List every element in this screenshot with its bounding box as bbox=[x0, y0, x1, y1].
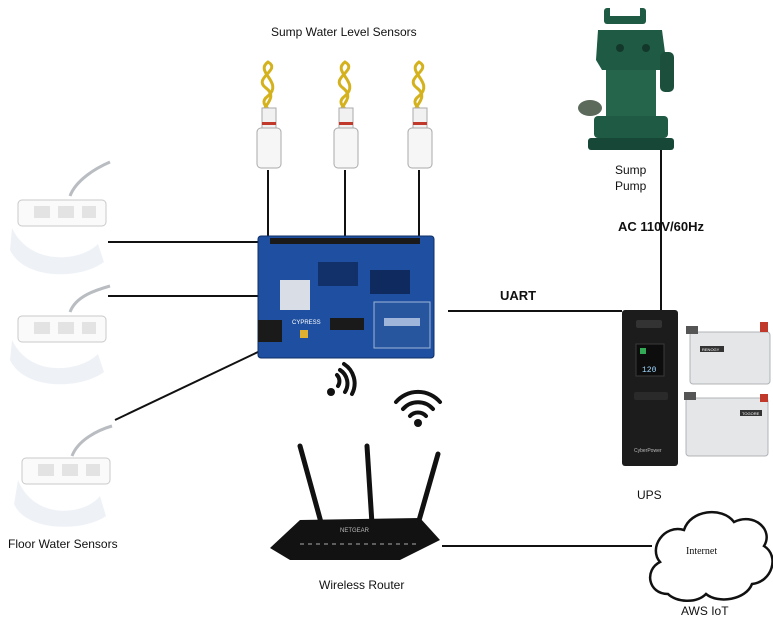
sump-water-level-sensor-3 bbox=[407, 60, 433, 169]
connection-lines bbox=[108, 150, 662, 547]
floor-water-sensor-1 bbox=[10, 160, 111, 275]
battery-1: RENOGY bbox=[686, 322, 771, 385]
label-aws-iot: AWS IoT bbox=[681, 604, 729, 618]
label-sump-pump-line2: Pump bbox=[615, 179, 647, 193]
cloud-internet-text: Internet bbox=[686, 546, 717, 557]
label-wireless-router: Wireless Router bbox=[319, 578, 405, 592]
floor-water-sensor-3 bbox=[14, 424, 113, 527]
wifi-signal-icon-board bbox=[327, 362, 357, 396]
label-floor-water-sensors: Floor Water Sensors bbox=[8, 537, 118, 551]
label-ac-power: AC 110V/60Hz bbox=[618, 219, 704, 234]
sump-water-level-sensor-1 bbox=[256, 60, 282, 169]
label-uart: UART bbox=[500, 288, 537, 303]
line-floor-sensor-3 bbox=[114, 351, 259, 421]
label-ups: UPS bbox=[637, 488, 662, 502]
wireless-router: NETGEAR bbox=[270, 443, 441, 560]
cypress-dev-board: CYPRESS bbox=[257, 235, 435, 359]
sump-pump bbox=[578, 8, 674, 150]
ups-brand-text: CyberPower bbox=[634, 448, 662, 454]
label-sump-pump-line1: Sump bbox=[615, 163, 647, 177]
label-sump-water-level-sensors: Sump Water Level Sensors bbox=[271, 25, 417, 39]
wifi-signal-icon-router bbox=[394, 389, 442, 427]
ups-display-text: 120 bbox=[642, 366, 657, 375]
sump-water-level-sensor-2 bbox=[333, 60, 359, 169]
router-brand-text: NETGEAR bbox=[340, 528, 370, 534]
board-brand-text: CYPRESS bbox=[292, 320, 321, 326]
ups-device: 120 CyberPower bbox=[622, 310, 678, 466]
internet-cloud: Internet bbox=[648, 510, 773, 602]
battery-2-brand-text: TOGORE bbox=[742, 411, 760, 416]
battery-1-brand-text: RENOGY bbox=[702, 347, 720, 352]
battery-2: TOGORE bbox=[684, 392, 769, 457]
floor-water-sensor-2 bbox=[10, 284, 111, 385]
